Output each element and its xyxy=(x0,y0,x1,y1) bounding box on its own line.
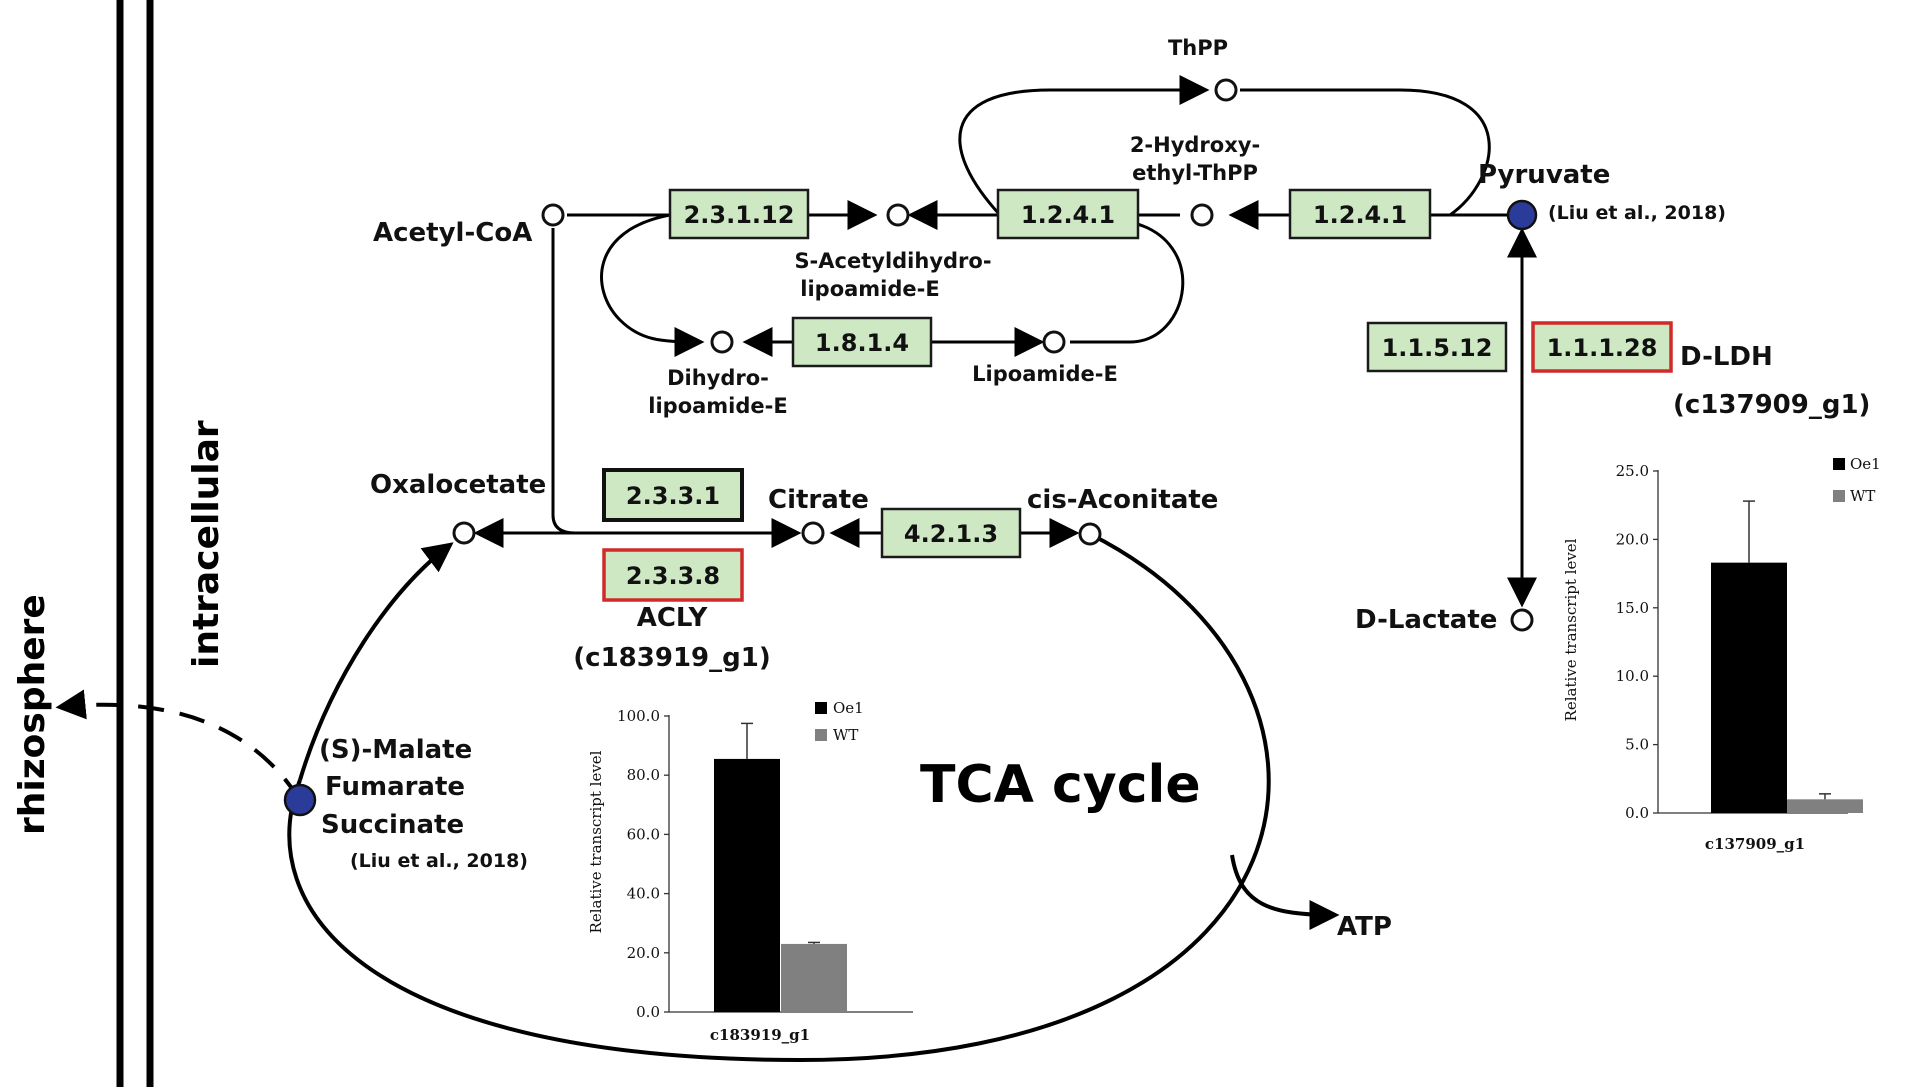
dihydrolipoamide-node xyxy=(710,330,734,354)
chart1-ytick-label: 100.0 xyxy=(617,707,660,725)
d-lactate-label: D-Lactate xyxy=(1355,605,1497,635)
cis-aconitate-label: cis-Aconitate xyxy=(1027,485,1218,515)
chart2-ytick-label: 15.0 xyxy=(1616,599,1649,617)
lipoamide-to-hydroxyethyl-loop xyxy=(1070,220,1185,344)
chart1-ytick-label: 0.0 xyxy=(636,1003,660,1021)
thpp-label: ThPP xyxy=(1168,36,1228,60)
thpp-return xyxy=(1240,88,1491,217)
tca-to-oxalocetate-arc xyxy=(298,542,454,781)
pyruvate-node xyxy=(1506,199,1538,231)
svg-text:1.1.5.12: 1.1.5.12 xyxy=(1382,334,1493,362)
chart2-legend-wt-swatch xyxy=(1833,490,1845,502)
chart2-ytick-label: 25.0 xyxy=(1616,462,1649,480)
dihydro-label-line2: lipoamide-E xyxy=(648,394,787,418)
acly-gene-name: ACLY xyxy=(637,603,709,633)
tca-cycle-label: TCA cycle xyxy=(920,755,1201,815)
chart2-legend-wt: WT xyxy=(1850,487,1875,505)
intracellular-label: intracellular xyxy=(186,420,227,668)
chart2-bar-wt xyxy=(1787,799,1863,813)
dldh-expression-chart: Relative transcript level 0.0 5.0 10.0 15.0… xyxy=(1562,455,1881,853)
thpp-node xyxy=(1214,78,1238,102)
cis-aconitate-node xyxy=(1078,522,1102,546)
acetylcoa-to-citrate-line xyxy=(551,228,576,535)
enzyme-1-2-4-1-right: 1.2.4.1 xyxy=(1288,188,1432,240)
enzyme-1-1-5-12: 1.1.5.12 xyxy=(1366,321,1508,373)
d-lactate-node xyxy=(1510,608,1534,632)
chart2-ytick-label: 0.0 xyxy=(1625,804,1649,822)
succinate-label: Succinate xyxy=(321,810,464,840)
chart2-ytick-label: 20.0 xyxy=(1616,530,1649,548)
chart1-legend-oe1-swatch xyxy=(815,702,827,714)
pyruvate-reference: (Liu et al., 2018) xyxy=(1548,202,1726,224)
enzyme-1-1-1-28: 1.1.1.28 xyxy=(1531,321,1673,373)
chart1-ytick-label: 80.0 xyxy=(627,766,660,784)
acly-expression-chart: Relative transcript level 0.0 20.0 40.0 60.… xyxy=(587,699,913,1044)
malate-label: (S)-Malate xyxy=(319,735,472,765)
chart1-xlabel: c183919_g1 xyxy=(710,1026,810,1044)
chart2-ylabel: Relative transcript level xyxy=(1562,538,1580,721)
svg-text:2.3.1.12: 2.3.1.12 xyxy=(684,201,795,229)
citrate-node xyxy=(801,521,825,545)
enzyme-2-3-3-1: 2.3.3.1 xyxy=(602,468,744,522)
chart1-ytick-label: 40.0 xyxy=(627,885,660,903)
hydroxyethyl-label-line2: ethyl-ThPP xyxy=(1132,161,1258,185)
acetyl-coa-node xyxy=(541,203,565,227)
svg-text:1.2.4.1: 1.2.4.1 xyxy=(1313,201,1407,229)
oxalocetate-node xyxy=(452,521,476,545)
chart1-ytick-label: 20.0 xyxy=(627,944,660,962)
svg-text:4.2.1.3: 4.2.1.3 xyxy=(904,520,998,548)
svg-text:1.1.1.28: 1.1.1.28 xyxy=(1547,334,1658,362)
svg-text:1.2.4.1: 1.2.4.1 xyxy=(1021,201,1115,229)
chart1-legend-oe1: Oe1 xyxy=(833,699,864,717)
enzyme-1-2-4-1-left: 1.2.4.1 xyxy=(996,188,1140,240)
d-ldh-gene-name: D-LDH xyxy=(1680,342,1773,372)
chart2-legend-oe1-swatch xyxy=(1833,458,1845,470)
chart1-legend-wt-swatch xyxy=(815,729,827,741)
enzyme-1-8-1-4: 1.8.1.4 xyxy=(791,316,933,368)
pyruvate-label: Pyruvate xyxy=(1478,160,1610,190)
malate-export-arrow xyxy=(55,689,302,802)
thpp-loop xyxy=(958,75,1210,217)
hydroxyethyl-label-line1: 2-Hydroxy- xyxy=(1130,133,1260,157)
dihydro-label-line1: Dihydro- xyxy=(667,366,769,390)
hydroxyethyl-thpp-node xyxy=(1190,203,1214,227)
acetyl-coa-label: Acetyl-CoA xyxy=(373,218,532,248)
d-ldh-gene-id: (c137909_g1) xyxy=(1673,390,1870,420)
chart2-bar-oe1 xyxy=(1711,562,1787,813)
chart2-xlabel: c137909_g1 xyxy=(1705,835,1805,853)
oxalocetate-label: Oxalocetate xyxy=(370,470,546,500)
chart1-ytick-label: 60.0 xyxy=(627,825,660,843)
tca-atp-arrow xyxy=(1230,854,1340,930)
malate-node xyxy=(283,783,317,817)
malate-reference: (Liu et al., 2018) xyxy=(350,850,528,872)
chart1-ylabel: Relative transcript level xyxy=(587,750,605,933)
chart1-bar-wt xyxy=(781,943,847,1012)
tca-cycle-loop xyxy=(287,532,1271,1063)
atp-label: ATP xyxy=(1337,912,1392,942)
acly-gene-id: (c183919_g1) xyxy=(573,643,770,673)
chart1-legend-wt: WT xyxy=(833,726,858,744)
s-acetyl-label-line2: lipoamide-E xyxy=(800,277,939,301)
lipoamide-node xyxy=(1042,330,1066,354)
s-acetyldihydrolipoamide-node xyxy=(886,203,910,227)
citrate-label: Citrate xyxy=(768,485,869,515)
enzyme-2-3-1-12: 2.3.1.12 xyxy=(668,188,810,240)
svg-text:2.3.3.8: 2.3.3.8 xyxy=(626,562,720,590)
chart2-legend-oe1: Oe1 xyxy=(1850,455,1881,473)
enzyme-2-3-3-8: 2.3.3.8 xyxy=(602,548,744,602)
enzyme-4-2-1-3: 4.2.1.3 xyxy=(880,507,1022,559)
chart1-bar-oe1 xyxy=(714,758,780,1012)
svg-text:1.8.1.4: 1.8.1.4 xyxy=(815,329,909,357)
fumarate-label: Fumarate xyxy=(325,772,465,802)
dihydrolipoamide-loop xyxy=(600,213,705,357)
svg-text:2.3.3.1: 2.3.3.1 xyxy=(626,482,720,510)
s-acetyl-label-line1: S-Acetyldihydro- xyxy=(794,249,991,273)
rhizosphere-label: rhizosphere xyxy=(12,594,53,835)
lipoamide-label: Lipoamide-E xyxy=(972,362,1118,386)
cell-membrane xyxy=(116,0,154,1087)
chart2-ytick-label: 5.0 xyxy=(1625,736,1649,754)
chart2-ytick-label: 10.0 xyxy=(1616,667,1649,685)
